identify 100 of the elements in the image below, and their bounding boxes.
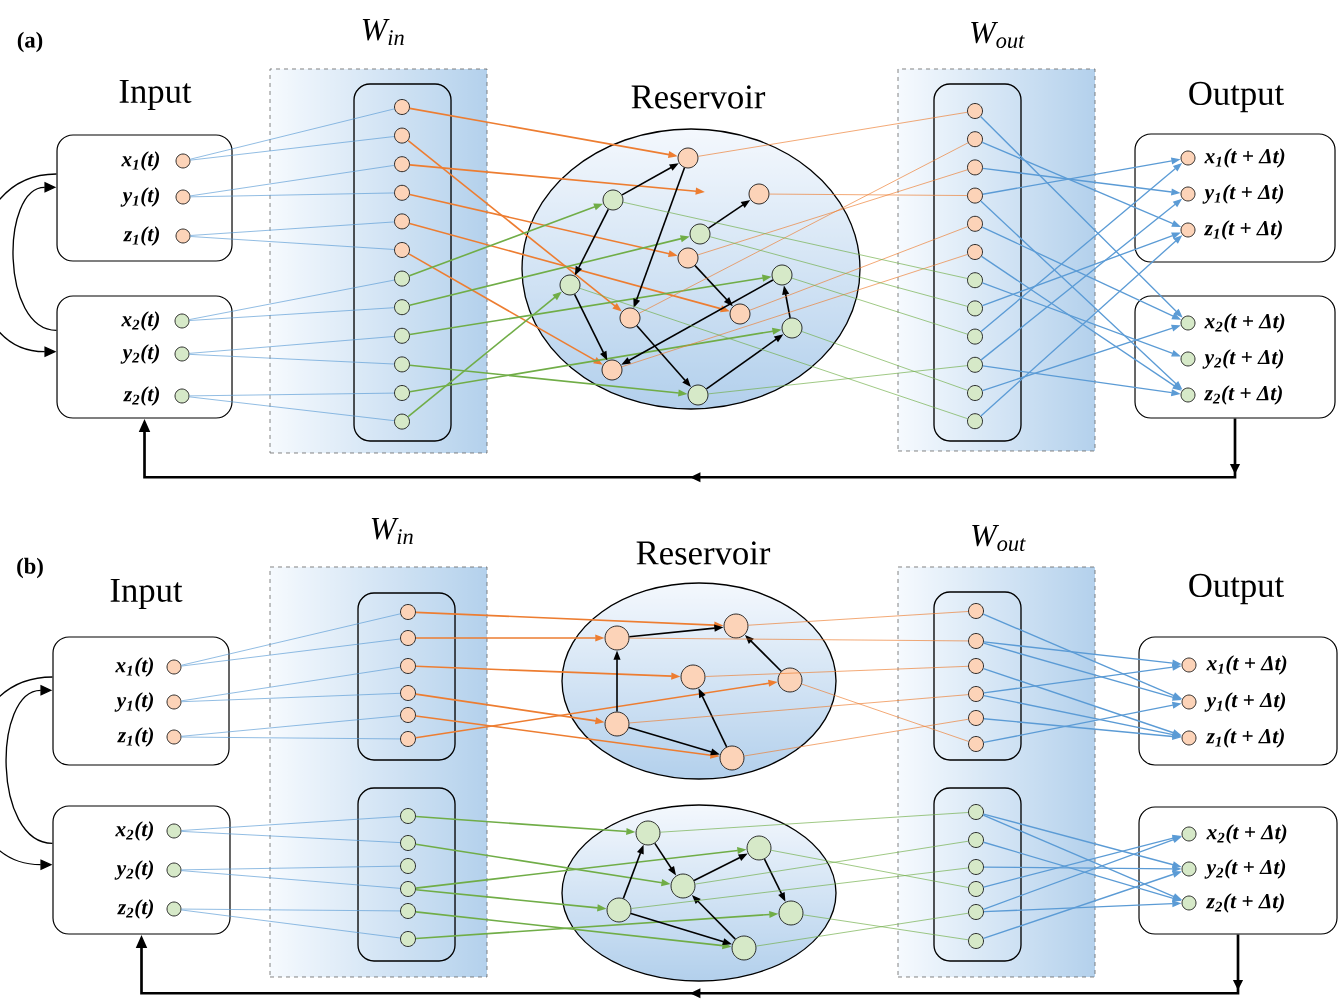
node-circle <box>394 299 410 316</box>
node-circle <box>400 858 416 874</box>
connection-line <box>189 354 395 365</box>
node-column <box>353 83 452 442</box>
connection-line <box>190 136 395 161</box>
weight-panel: W$_{out}$ <box>897 524 1096 978</box>
node-circle <box>968 633 984 649</box>
connection-line <box>630 867 969 909</box>
heading: Input <box>110 578 183 610</box>
connection-line <box>189 392 395 397</box>
input-box: x$_{1}$(t) y$_{1}$(t) z$_{1}$(t) <box>56 134 233 262</box>
node-circle <box>968 804 984 820</box>
node-circle <box>968 904 984 920</box>
node-circle <box>400 881 416 897</box>
connection-line <box>694 840 969 885</box>
feedback-arrow <box>135 934 1244 999</box>
node-label: Reservoir <box>631 85 766 109</box>
node-circle <box>1181 657 1197 673</box>
connection-line <box>188 279 395 320</box>
node-circle <box>677 147 699 169</box>
node-circle <box>967 159 983 176</box>
connection-line <box>743 718 969 757</box>
output-box: x$_{1}$(t + Δt) y$_{1}$(t + Δt) z$_{1}$(t + Δt) <box>1134 133 1336 263</box>
node-circle <box>968 859 984 875</box>
connection-line <box>181 692 401 703</box>
node-circle <box>166 862 182 878</box>
node-circle <box>400 604 416 620</box>
node-circle <box>175 189 191 205</box>
node-circle <box>166 659 182 675</box>
node-circle <box>400 931 416 947</box>
node-circle <box>619 307 641 329</box>
node-circle <box>968 658 984 674</box>
output-box: x$_{2}$(t + Δt) y$_{2}$(t + Δt) z$_{2}$(t + Δt) <box>1134 295 1336 419</box>
connection-line <box>190 192 395 198</box>
connection-line <box>638 142 969 314</box>
node-circle <box>687 384 709 406</box>
node-circle <box>604 625 630 651</box>
node-circle <box>968 832 984 848</box>
connection-line <box>705 665 969 677</box>
connection-line <box>769 193 968 196</box>
node-circle <box>968 603 984 619</box>
node-circle <box>400 808 416 824</box>
node-circle <box>967 215 983 232</box>
connection-line <box>181 909 401 939</box>
weight-panel: W$_{in}$ <box>269 19 488 454</box>
node-circle <box>1181 895 1197 911</box>
node-circle <box>166 823 182 839</box>
node-column <box>933 591 1022 761</box>
node-circle <box>967 356 983 373</box>
curved-arrow <box>5 684 54 844</box>
node-circle <box>635 820 661 846</box>
node-circle <box>559 274 581 296</box>
connection-line <box>181 638 401 667</box>
input-box: x$_{1}$(t) y$_{1}$(t) z$_{1}$(t) <box>52 636 230 766</box>
node-circle <box>771 264 793 286</box>
node-circle <box>606 897 632 923</box>
node-circle <box>1180 186 1196 202</box>
node-label: W$_{out}$ <box>972 524 1026 552</box>
node-column <box>933 787 1022 962</box>
node-circle <box>602 189 624 211</box>
connection-line <box>181 865 401 871</box>
node-circle <box>719 745 745 771</box>
connection-line <box>709 236 968 307</box>
node-circle <box>394 327 410 344</box>
connection-line <box>770 849 969 888</box>
connection-line <box>190 236 395 250</box>
node-circle <box>394 213 410 230</box>
node-circle <box>777 667 803 693</box>
node-circle <box>967 187 983 204</box>
node-circle <box>175 228 191 244</box>
node-circle <box>680 664 706 690</box>
connection-line <box>622 201 968 279</box>
heading: Output <box>1189 81 1284 113</box>
connection-line <box>697 111 968 157</box>
node-label: W$_{in}$ <box>362 19 404 45</box>
node-label: W$_{in}$ <box>371 518 413 544</box>
node-circle <box>1181 730 1197 746</box>
heading: Input <box>119 79 192 111</box>
node-circle <box>968 710 984 726</box>
node-circle <box>1180 315 1196 331</box>
node-circle <box>689 223 711 245</box>
node-circle <box>968 736 984 752</box>
arrow <box>979 115 1183 318</box>
node-circle <box>400 903 416 919</box>
node-label: W$_{out}$ <box>971 21 1025 49</box>
connection-line <box>189 108 395 160</box>
node-circle <box>174 346 190 362</box>
node-column <box>357 787 456 962</box>
connection-line <box>189 336 395 354</box>
node-circle <box>1180 387 1196 403</box>
connection-line <box>181 715 401 737</box>
weight-panel: W$_{out}$ <box>897 21 1096 452</box>
connection-line <box>181 870 401 889</box>
node-circle <box>968 686 984 702</box>
node-circle <box>746 835 772 861</box>
node-circle <box>400 630 416 646</box>
connection-line <box>579 287 968 419</box>
node-circle <box>400 731 416 747</box>
node-circle <box>400 707 416 723</box>
connection-line <box>801 331 968 391</box>
